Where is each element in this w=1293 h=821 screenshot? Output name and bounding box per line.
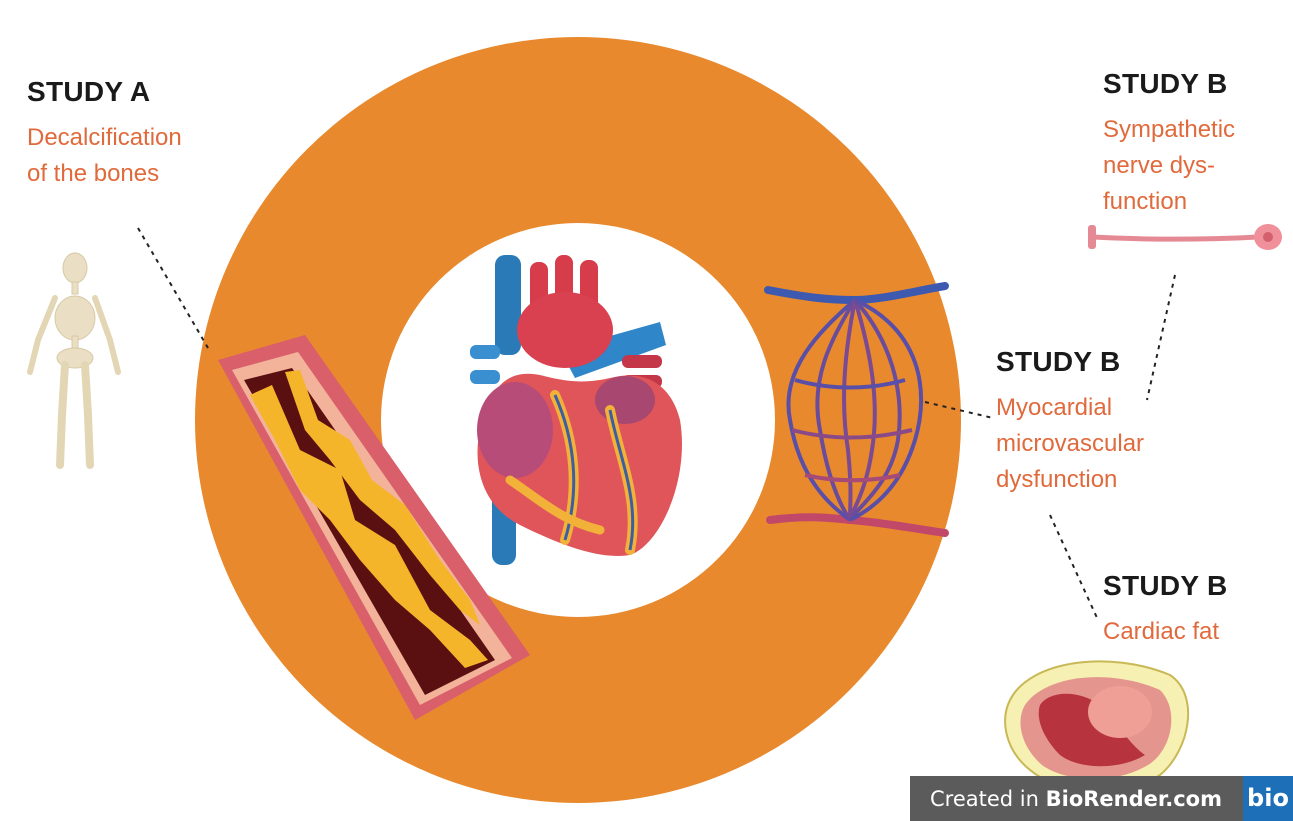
- study-b-micro-desc-line: dysfunction: [996, 462, 1144, 498]
- study-b-nerve-desc-line: nerve dys-: [1103, 148, 1235, 184]
- study-b-nerve-heading: STUDY B: [1103, 68, 1235, 100]
- study-b-micro-description: Myocardial microvascular dysfunction: [996, 390, 1144, 498]
- study-a-heading: STUDY A: [27, 76, 182, 108]
- study-a-desc-line: of the bones: [27, 156, 182, 192]
- watermark-text: Created in BioRender.com: [930, 787, 1222, 811]
- study-a-desc-line: Decalcification: [27, 120, 182, 156]
- study-a-description: Decalcification of the bones: [27, 120, 182, 192]
- study-b-fat-heading: STUDY B: [1103, 570, 1228, 602]
- study-b-micro-heading: STUDY B: [996, 346, 1144, 378]
- study-b-micro-desc-line: microvascular: [996, 426, 1144, 462]
- study-b-nerve-description: Sympathetic nerve dys- function: [1103, 112, 1235, 220]
- study-b-micro-label: STUDY B Myocardial microvascular dysfunc…: [996, 346, 1144, 498]
- study-a-label: STUDY A Decalcification of the bones: [27, 76, 182, 192]
- biorender-watermark[interactable]: Created in BioRender.com bio: [910, 776, 1293, 821]
- biorender-logo-icon: bio: [1243, 776, 1293, 821]
- study-b-nerve-desc-line: Sympathetic: [1103, 112, 1235, 148]
- study-b-fat-label: STUDY B Cardiac fat: [1103, 570, 1228, 650]
- study-b-fat-description: Cardiac fat: [1103, 614, 1228, 650]
- study-b-nerve-desc-line: function: [1103, 184, 1235, 220]
- watermark-brand: BioRender.com: [1046, 787, 1222, 811]
- nerve-icon: [1088, 224, 1282, 250]
- study-b-micro-desc-line: Myocardial: [996, 390, 1144, 426]
- watermark-prefix: Created in: [930, 787, 1046, 811]
- skeleton-icon: [30, 253, 118, 465]
- study-b-nerve-label: STUDY B Sympathetic nerve dys- function: [1103, 68, 1235, 220]
- cardiac-fat-icon: [1005, 661, 1188, 791]
- study-b-fat-desc-line: Cardiac fat: [1103, 614, 1228, 650]
